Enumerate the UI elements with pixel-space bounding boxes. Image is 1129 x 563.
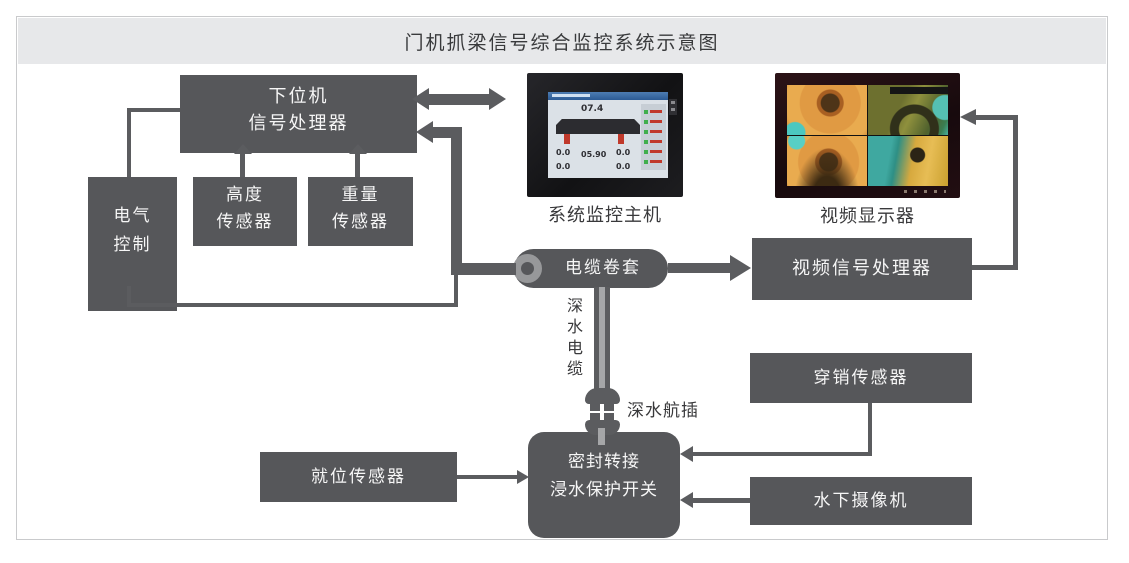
connector-tooth: [604, 413, 614, 420]
monitor-alarm-panel: [641, 104, 666, 170]
node-height-sensor-line1: 高度: [226, 185, 264, 205]
arrow-reel-to-video-body: [668, 263, 732, 273]
arrow-camera-to-seal-head: [680, 492, 693, 508]
monitor-value-mid-center: 05.90: [581, 150, 607, 159]
node-position-sensor-label: 就位传感器: [311, 467, 406, 487]
connector-cable-stub: [598, 428, 605, 445]
line-electric-bottom-vertical: [127, 286, 131, 307]
arrow-position-to-seal-body: [457, 475, 517, 479]
node-underwater-camera: 水下摄像机: [750, 477, 972, 525]
arrow-weight-to-processor-line: [355, 153, 360, 177]
node-lower-computer: 下位机 信号处理器: [180, 75, 417, 153]
double-arrow-right-head: [489, 88, 506, 110]
monitor-photo: 07.4 0.0 05.90 0.0 0.0 0.0: [527, 73, 683, 197]
node-electric-control-line1: 电气: [113, 206, 152, 226]
arrow-reel-to-processor-head: [416, 121, 433, 143]
monitor-screen: 07.4 0.0 05.90 0.0 0.0 0.0: [548, 92, 668, 178]
line-electric-bottom-horizontal: [127, 303, 458, 307]
node-lower-computer-line1: 下位机: [268, 86, 329, 107]
node-video-processor: 视频信号处理器: [752, 238, 972, 300]
line-video-out-vertical: [1013, 117, 1018, 270]
node-position-sensor: 就位传感器: [260, 452, 457, 502]
node-lower-computer-line2: 信号处理器: [248, 113, 349, 134]
arrow-weight-to-processor-head: [349, 144, 367, 154]
display-quad-bottom-left: [787, 136, 867, 186]
line-video-out-horizontal: [972, 265, 1018, 270]
monitor-beam-graphic: [556, 119, 640, 134]
double-arrow-body: [428, 94, 490, 105]
arrow-position-to-seal-head: [517, 470, 529, 484]
node-electric-control-line2: 控制: [113, 235, 152, 255]
display-caption: 视频显示器: [820, 206, 915, 227]
node-video-processor-label: 视频信号处理器: [792, 258, 932, 279]
connector-tooth: [604, 404, 614, 411]
line-video-out-top: [976, 115, 1018, 120]
node-seal-switch-line2: 浸水保护开关: [550, 480, 658, 500]
display-bezel-buttons: [904, 190, 946, 193]
connector-plug: [585, 420, 620, 435]
node-seal-switch: 密封转接 浸水保护开关: [528, 432, 680, 538]
node-seal-switch-line1: 密封转接: [568, 452, 640, 472]
display-screen: [787, 85, 948, 186]
arrow-reel-to-processor-base: [451, 263, 516, 275]
arrow-height-to-processor-head: [234, 144, 252, 154]
node-weight-sensor: 重量 传感器: [308, 177, 413, 246]
display-quad-top-right: [868, 85, 948, 135]
monitor-value-low-right: 0.0: [616, 162, 631, 171]
monitor-value-top: 07.4: [581, 104, 604, 114]
monitor-side-buttons: [669, 99, 677, 115]
monitor-clamp-right: [618, 134, 624, 144]
arrow-pin-to-seal-head: [680, 446, 693, 462]
line-pin-vertical: [868, 403, 872, 456]
node-weight-sensor-line2: 传感器: [332, 212, 389, 232]
arrow-camera-to-seal-body: [693, 498, 750, 503]
node-height-sensor-line2: 传感器: [216, 212, 274, 232]
monitor-value-mid-left: 0.0: [556, 148, 571, 157]
arrow-reel-to-processor-top: [432, 127, 458, 138]
deepwater-cable-core: [599, 287, 605, 389]
node-height-sensor: 高度 传感器: [193, 177, 297, 246]
node-cable-reel: 电缆卷套: [514, 249, 668, 288]
arrow-video-to-display-head: [960, 109, 976, 125]
deepwater-cable-label: 深水电缆: [564, 297, 583, 381]
connector-tooth: [590, 413, 600, 420]
line-pin-horizontal: [693, 452, 872, 456]
node-pin-sensor-label: 穿销传感器: [813, 368, 909, 388]
monitor-screen-titlebar: [548, 92, 668, 100]
node-cable-reel-label: 电缆卷套: [565, 258, 641, 278]
display-quad-bottom-right: [868, 136, 948, 186]
arrow-reel-to-processor-riser: [451, 127, 462, 275]
page-title: 门机抓梁信号综合监控系统示意图: [404, 31, 720, 54]
line-electric-top-vertical: [127, 108, 131, 177]
cable-reel-ring: [513, 254, 542, 283]
display-photo: [775, 73, 960, 198]
arrow-reel-to-video-head: [730, 255, 751, 281]
line-electric-top-horizontal: [127, 108, 180, 112]
display-quad-top-left: [787, 85, 867, 135]
monitor-clamp-left: [564, 134, 570, 144]
arrow-height-to-processor-line: [240, 153, 245, 177]
monitor-value-low-left: 0.0: [556, 162, 571, 171]
node-pin-sensor: 穿销传感器: [750, 353, 972, 403]
node-underwater-camera-label: 水下摄像机: [813, 491, 909, 511]
node-weight-sensor-line1: 重量: [341, 185, 380, 205]
node-electric-control: 电气 控制: [88, 177, 177, 311]
diagram-title-band: 门机抓梁信号综合监控系统示意图: [18, 18, 1106, 64]
connector-socket: [585, 388, 620, 404]
monitor-caption: 系统监控主机: [548, 205, 662, 226]
monitor-value-mid-right: 0.0: [616, 148, 631, 157]
double-arrow-left-head: [412, 88, 429, 110]
connector-tooth: [590, 404, 600, 411]
deepwater-connector-label: 深水航插: [627, 401, 699, 421]
line-electric-bottom-riser: [454, 274, 458, 307]
